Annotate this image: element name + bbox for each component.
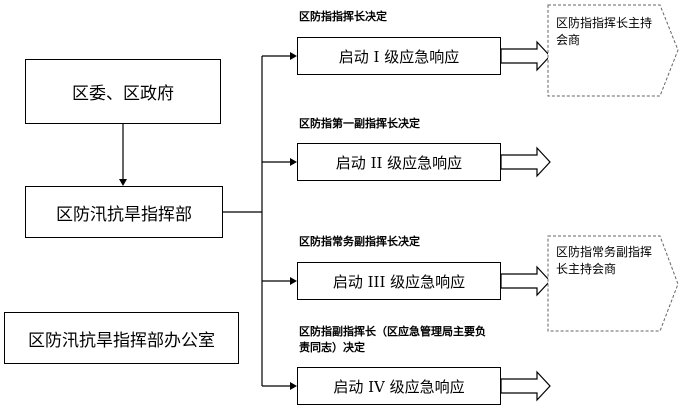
level-4-response-label: 启动 IV 级应急响应 <box>333 377 465 396</box>
level-3-response-box: 启动 III 级应急响应 <box>297 262 501 300</box>
block-arrow-icon <box>500 370 551 402</box>
outcome-shape-1 <box>547 4 679 97</box>
level-2-response-label: 启动 II 级应急响应 <box>335 153 463 172</box>
level-3-decider: 区防指常务副指挥长决定 <box>299 235 420 248</box>
outcome-shape-3 <box>547 235 679 332</box>
level-1-decider: 区防指指挥长决定 <box>299 10 387 23</box>
flood-hq-office-label: 区防汛抗旱指挥部办公室 <box>28 330 215 351</box>
level-1-outcome: 区防指指挥长主持会商 <box>556 16 653 47</box>
district-government-box: 区委、区政府 <box>25 59 221 124</box>
level-1-response-box: 启动 I 级应急响应 <box>297 37 501 75</box>
level-4-decider: 区防指副指挥长（区应急管理局主要负责同志）决定 <box>299 325 486 354</box>
level-2-response-box: 启动 II 级应急响应 <box>297 143 501 181</box>
level-4-response-box: 启动 IV 级应急响应 <box>297 367 501 405</box>
level-3-outcome: 区防指常务副指挥长主持会商 <box>556 245 653 276</box>
flood-hq-office-box: 区防汛抗旱指挥部办公室 <box>4 312 239 364</box>
arrow-down-icon <box>119 179 127 186</box>
block-arrow-icon <box>500 265 551 297</box>
level-2-decider: 区防指第一副指挥长决定 <box>299 117 420 130</box>
flood-hq-label: 区防汛抗旱指挥部 <box>56 204 192 225</box>
block-arrow-icon <box>500 40 551 72</box>
district-government-label: 区委、区政府 <box>72 84 174 104</box>
block-arrow-icon <box>500 146 551 178</box>
flood-hq-box: 区防汛抗旱指挥部 <box>25 186 223 238</box>
level-1-response-label: 启动 I 级应急响应 <box>338 47 460 66</box>
level-3-response-label: 启动 III 级应急响应 <box>332 272 466 291</box>
